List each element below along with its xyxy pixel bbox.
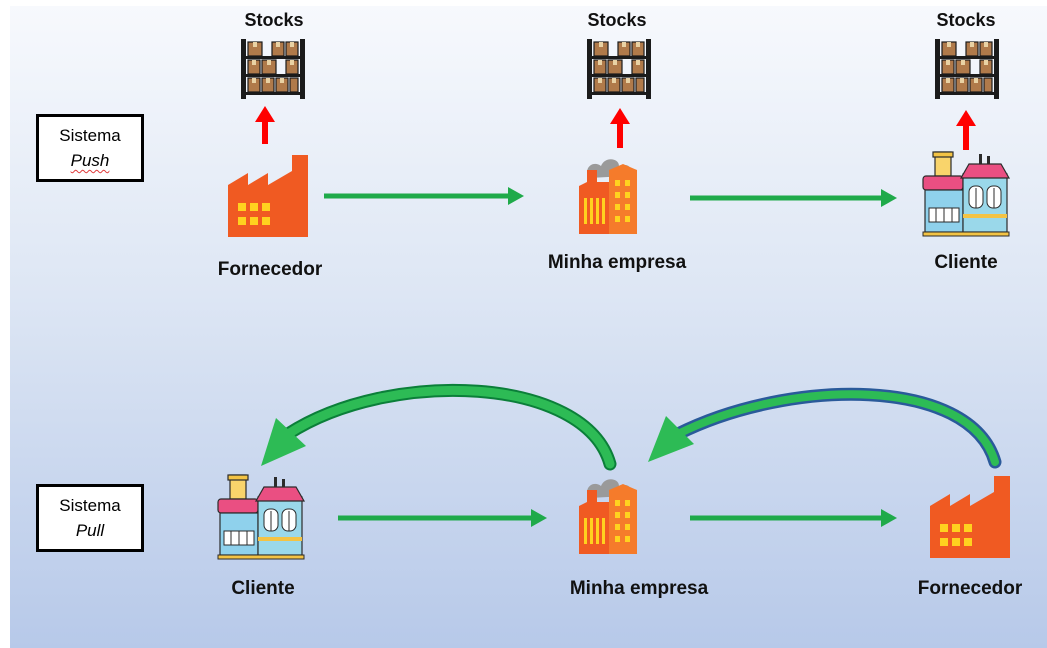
- pull-curved-arrow-to-company: [648, 387, 1002, 469]
- diagram-art: [217, 38, 1010, 560]
- push-stock-arrow-3: [956, 110, 976, 150]
- pull-node-label-client: Cliente: [231, 578, 295, 599]
- pull-company-factory-icon: [579, 479, 637, 554]
- pull-node-label-company: Minha empresa: [569, 578, 709, 599]
- pull-client-building-icon: [217, 474, 305, 560]
- pull-flow-arrow-2: [690, 509, 897, 527]
- push-node-label-company: Minha empresa: [547, 252, 687, 273]
- push-stock-shelf-icon-2: [586, 38, 652, 100]
- push-stock-arrow-1: [255, 106, 275, 144]
- push-stock-label-2: Stocks: [587, 10, 647, 30]
- pull-system-box: Sistema Pull: [36, 484, 144, 552]
- push-system-title: Sistema: [59, 126, 121, 145]
- push-stock-shelf-icon-3: [934, 38, 1000, 100]
- push-company-factory-icon: [579, 159, 637, 234]
- push-system-box: Sistema Push: [36, 114, 144, 182]
- push-node-label-supplier: Fornecedor: [217, 259, 323, 280]
- push-supplier-factory-icon: [228, 155, 308, 237]
- push-client-building-icon: [922, 151, 1010, 237]
- push-node-label-client: Cliente: [934, 252, 998, 273]
- pull-supplier-factory-icon: [930, 476, 1010, 558]
- push-flow-arrow-2: [690, 189, 897, 207]
- push-flow-arrow-1: [324, 187, 524, 205]
- push-stock-label-1: Stocks: [244, 10, 304, 30]
- pull-node-label-supplier: Fornecedor: [917, 578, 1023, 599]
- push-system-type: Push: [70, 151, 110, 170]
- pull-system-type: Pull: [75, 521, 105, 540]
- pull-curved-arrow-to-client: [261, 383, 617, 471]
- push-stock-arrow-2: [610, 108, 630, 148]
- push-stock-label-3: Stocks: [936, 10, 996, 30]
- push-stock-shelf-icon-1: [240, 38, 306, 100]
- pull-system-title: Sistema: [59, 496, 121, 515]
- pull-flow-arrow-1: [338, 509, 547, 527]
- diagram-canvas: Sistema Push Sistema Pull Stocks Stocks …: [10, 6, 1047, 648]
